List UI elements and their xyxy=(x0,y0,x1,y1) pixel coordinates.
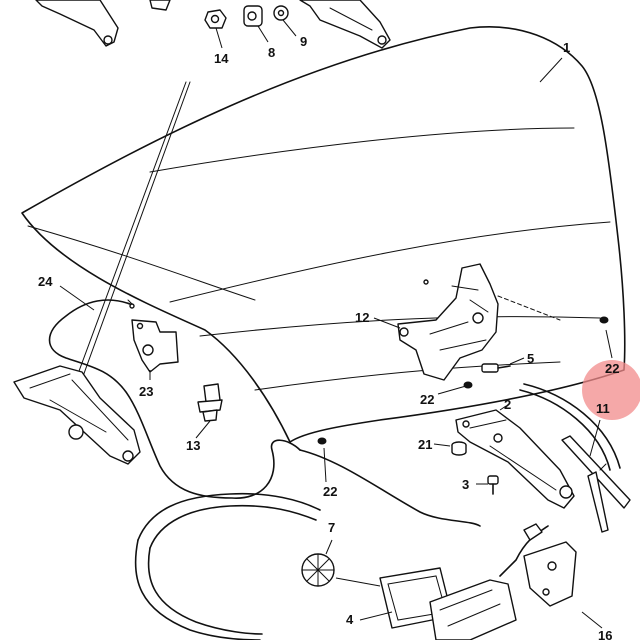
hood-panel xyxy=(21,26,626,443)
lock-actuator xyxy=(429,523,549,640)
spacer-21 xyxy=(451,441,467,456)
callout-3: 3 xyxy=(462,477,469,492)
callout-8: 8 xyxy=(268,45,275,60)
callout-23: 23 xyxy=(139,384,153,399)
callout-11: 11 xyxy=(596,401,610,416)
callout-7: 7 xyxy=(328,520,335,535)
bumper-holes xyxy=(317,316,609,445)
callout-2: 2 xyxy=(504,397,511,412)
latch-12 xyxy=(373,263,561,381)
bracket-23 xyxy=(131,319,179,380)
callout-4: 4 xyxy=(346,612,354,627)
bushing-8 xyxy=(243,5,269,43)
callout-16: 16 xyxy=(598,628,612,640)
weather-seal xyxy=(134,383,621,640)
bumper-hole-right xyxy=(599,316,609,324)
plug-13 xyxy=(195,383,223,439)
callout-22-left: 22 xyxy=(323,484,337,499)
highlight-marker[interactable] xyxy=(582,360,640,420)
callout-1: 1 xyxy=(563,40,570,55)
left-hinge xyxy=(35,0,171,47)
callout-5: 5 xyxy=(527,351,534,366)
bolt-3 xyxy=(476,475,499,495)
bolt-5 xyxy=(481,357,525,373)
bumper-hole-center xyxy=(463,381,473,389)
gas-strut-11 xyxy=(561,419,631,533)
callout-13: 13 xyxy=(186,438,200,453)
release-cable xyxy=(48,285,481,527)
callout-22-right: 22 xyxy=(605,361,619,376)
callout-22-center: 22 xyxy=(420,392,434,407)
callout-21: 21 xyxy=(418,437,432,452)
nut-14 xyxy=(204,9,227,49)
washer-9 xyxy=(273,5,297,37)
right-hinge-arm xyxy=(455,405,575,509)
left-hinge-arm xyxy=(13,365,141,465)
bumper-hole-left xyxy=(317,437,327,445)
callout-24: 24 xyxy=(38,274,53,289)
callout-12: 12 xyxy=(355,310,369,325)
grommet-7 xyxy=(301,539,335,587)
right-hinge xyxy=(299,0,391,49)
callout-14: 14 xyxy=(214,51,229,66)
bracket-16 xyxy=(523,541,603,629)
callout-9: 9 xyxy=(300,34,307,49)
